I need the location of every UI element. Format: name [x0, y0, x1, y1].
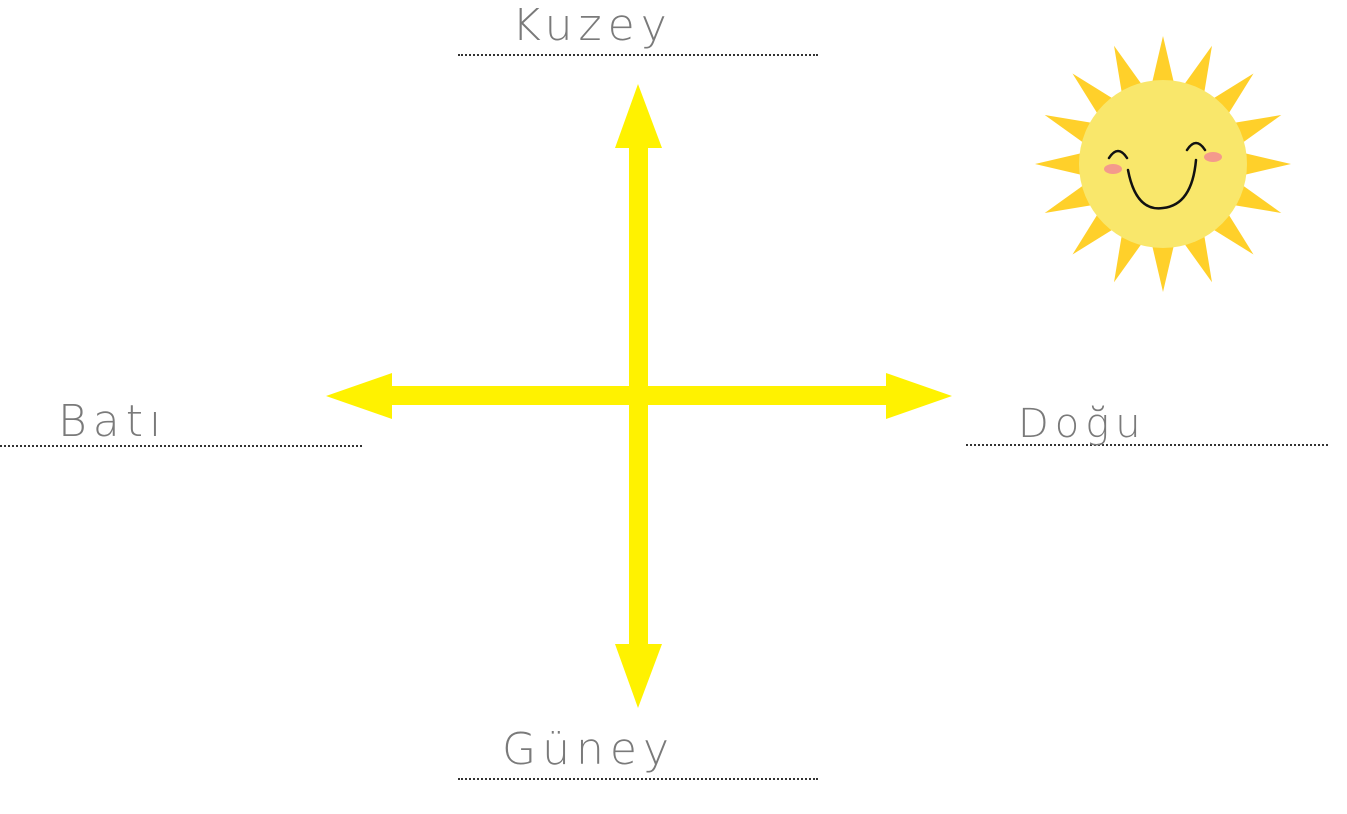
left-cheek	[1104, 164, 1122, 174]
west-answer-line	[0, 445, 362, 447]
right-cheek	[1204, 152, 1222, 162]
south-label: Güney	[502, 728, 675, 772]
east-label: Doğu	[1018, 404, 1147, 444]
north-label: Kuzey	[512, 4, 673, 48]
north-answer-line	[458, 54, 818, 56]
sun-face	[1079, 80, 1247, 248]
west-label: Batı	[58, 400, 167, 444]
south-answer-line	[458, 778, 818, 780]
